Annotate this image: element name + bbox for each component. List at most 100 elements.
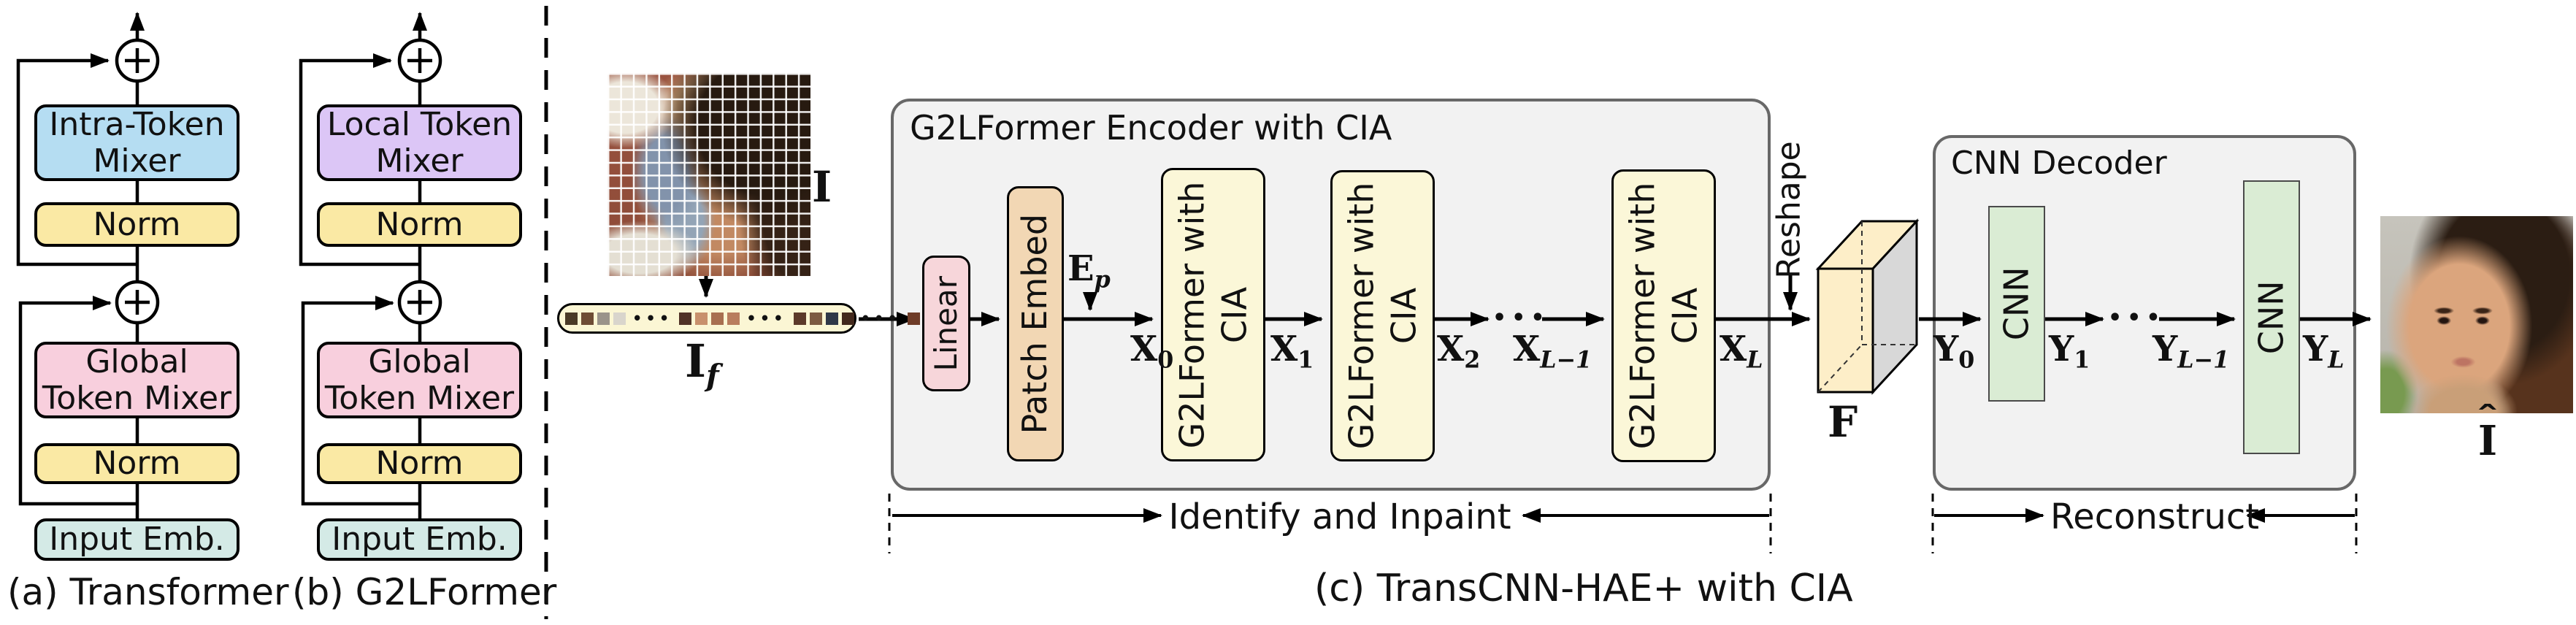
skip-connection-line [18, 296, 137, 506]
corrupted-input-image [607, 73, 810, 276]
image-patch [597, 312, 610, 325]
identify-inpaint-annotation: Identify and Inpaint [1168, 496, 1511, 537]
patch-embed-block: Patch Embed [1007, 186, 1064, 461]
math-base: I [685, 334, 707, 388]
global-token-mixer-block: Global Token Mixer [317, 342, 522, 418]
y1-label: Y1 [2049, 329, 2090, 374]
math-base: Y [2303, 329, 2328, 369]
input-emb-block: Input Emb. [317, 518, 522, 561]
block-label: Input Emb. [49, 521, 225, 559]
x0-label: X0 [1130, 329, 1173, 374]
image-patch [581, 312, 594, 325]
strip-ellipsis: ••• [746, 310, 787, 327]
reconstructed-output-image [2380, 216, 2573, 413]
math-sub: L−1 [1540, 346, 1592, 374]
cnn-block-2: CNN [2243, 180, 2300, 454]
block-label: Token Mixer [42, 379, 232, 417]
cnn-block-1: CNN [1988, 206, 2045, 402]
xl-label: XL [1720, 329, 1763, 374]
block-label-line: G2LFormer with [1341, 182, 1381, 450]
math-base: E [1067, 248, 1095, 289]
patch-strip: ••• ••• ••• [557, 303, 920, 334]
decoder-title: CNN Decoder [1951, 145, 2167, 182]
skip-connection-line [16, 53, 137, 267]
math-sub: f [706, 358, 719, 394]
math-base: Y [1933, 329, 1959, 369]
image-patch [695, 312, 708, 325]
math-base: Y [2153, 329, 2178, 369]
decoder-ellipsis: ••• [2108, 305, 2166, 331]
norm-block: Norm [317, 443, 522, 484]
skip-connection-line [299, 53, 420, 267]
encoder-ellipsis: ••• [1492, 305, 1550, 331]
block-label-line: CIA [1664, 287, 1704, 345]
norm-block: Norm [34, 202, 239, 247]
global-token-mixer-block: Global Token Mixer [34, 342, 239, 418]
add-icon [115, 280, 160, 325]
math-sub: L [1747, 346, 1763, 374]
image-patch [825, 312, 838, 325]
cube-hidden-edges [1817, 221, 1917, 393]
caption-c: (c) TransCNN-HAE+ with CIA [1314, 567, 1853, 610]
block-label-line: CIA [1383, 287, 1423, 345]
image-patch [809, 312, 822, 325]
math-base: X [1513, 329, 1541, 369]
yl-1-label: YL−1 [2153, 329, 2229, 374]
block-label: Norm [375, 205, 464, 243]
norm-block: Norm [34, 443, 239, 484]
reconstruct-annotation: Reconstruct [2050, 496, 2260, 537]
g2lformer-column-lines [299, 12, 427, 518]
image-patch [679, 312, 692, 325]
ep-label: Ep [1067, 248, 1111, 294]
norm-block: Norm [317, 202, 522, 247]
image-patch [793, 312, 806, 325]
block-label: CNN [2251, 280, 2291, 354]
math-sub: 1 [1297, 346, 1314, 374]
block-label: Mixer [375, 142, 464, 180]
add-icon [397, 38, 442, 83]
skip-connection-line [301, 296, 420, 506]
block-label: Global [368, 342, 471, 380]
math-base: X [1437, 329, 1465, 369]
add-icon [397, 280, 442, 325]
caption-b: (b) G2LFormer [292, 571, 557, 613]
block-label-line: G2LFormer with [1172, 181, 1211, 448]
math-sub: 0 [1958, 346, 1975, 374]
strip-ellipsis: ••• [632, 310, 673, 327]
yl-label: YL [2303, 329, 2345, 374]
local-token-mixer-block: Local Token Mixer [317, 104, 522, 181]
math-sub: 2 [1464, 346, 1481, 374]
feature-map-label: F [1828, 397, 1858, 447]
math-base: Y [2049, 329, 2074, 369]
linear-block: Linear [922, 256, 970, 391]
math-sub: p [1094, 266, 1111, 294]
xl-1-label: XL−1 [1513, 329, 1592, 374]
reshape-text: Reshape [1770, 141, 1808, 279]
block-label-line: CIA [1214, 286, 1254, 343]
image-patch [907, 312, 920, 325]
strip-ellipsis: ••• [860, 310, 901, 327]
math-base: X [1130, 329, 1158, 369]
encoder-title: G2LFormer Encoder with CIA [910, 108, 1392, 147]
feature-cube [1815, 218, 1920, 395]
block-label: Local Token [326, 105, 513, 143]
image-patch [841, 312, 854, 325]
block-label: Input Emb. [331, 521, 507, 559]
block-label: Mixer [93, 142, 181, 180]
image-patch [613, 312, 626, 325]
add-icon [115, 38, 160, 83]
math-base: X [1270, 329, 1298, 369]
image-patch [711, 312, 724, 325]
block-label: Norm [93, 205, 181, 243]
math-sub: 0 [1157, 346, 1174, 374]
block-label: Linear [927, 275, 964, 372]
annotation-guides [888, 494, 2358, 553]
